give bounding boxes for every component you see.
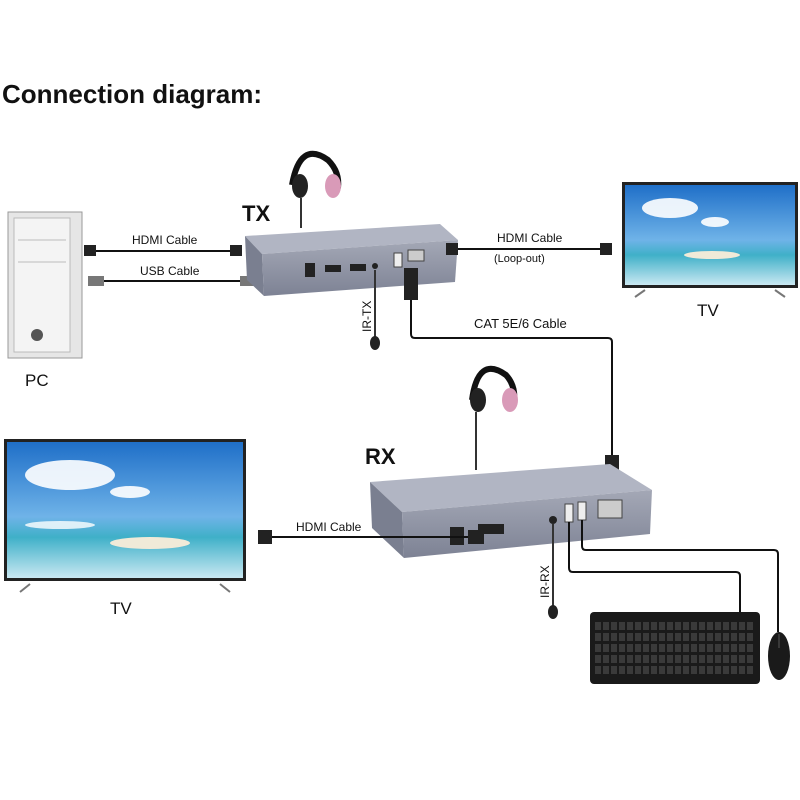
loop-out-label: (Loop-out) (494, 253, 545, 265)
headphones-icon (289, 150, 342, 228)
hdmi-cable-pc (84, 245, 242, 256)
hdmi-cable-rx (258, 530, 484, 544)
diagram-title: Connection diagram: (2, 79, 262, 109)
rx-extender (370, 464, 652, 558)
hdmi-cable-pc-label: HDMI Cable (132, 233, 198, 247)
tx-extender (245, 224, 458, 296)
tv-left (4, 439, 246, 593)
keyboard-cable (568, 522, 741, 614)
hdmi-rx-cable-label: HDMI Cable (296, 520, 362, 534)
rx-label: RX (365, 444, 396, 469)
keyboard-icon (590, 612, 760, 684)
tx-label: TX (242, 201, 270, 226)
hdmi-cable-loop-out (446, 243, 612, 255)
ir-rx-sensor (548, 524, 558, 619)
tv-left-label: TV (110, 599, 132, 618)
tv-right (622, 182, 798, 298)
mouse-icon (768, 632, 790, 680)
pc-tower (7, 211, 83, 359)
cat-cable-label: CAT 5E/6 Cable (474, 316, 567, 331)
headphones-icon (469, 365, 518, 470)
ir-tx-sensor (370, 270, 380, 350)
pc-label: PC (25, 371, 49, 390)
usb-cable-pc-label: USB Cable (140, 264, 200, 278)
mouse-cable (581, 520, 779, 632)
tv-right-label: TV (697, 301, 719, 320)
hdmi-loop-cable-label: HDMI Cable (497, 231, 563, 245)
ir-rx-label: IR-RX (538, 565, 552, 598)
ir-tx-label: IR-TX (360, 301, 374, 332)
